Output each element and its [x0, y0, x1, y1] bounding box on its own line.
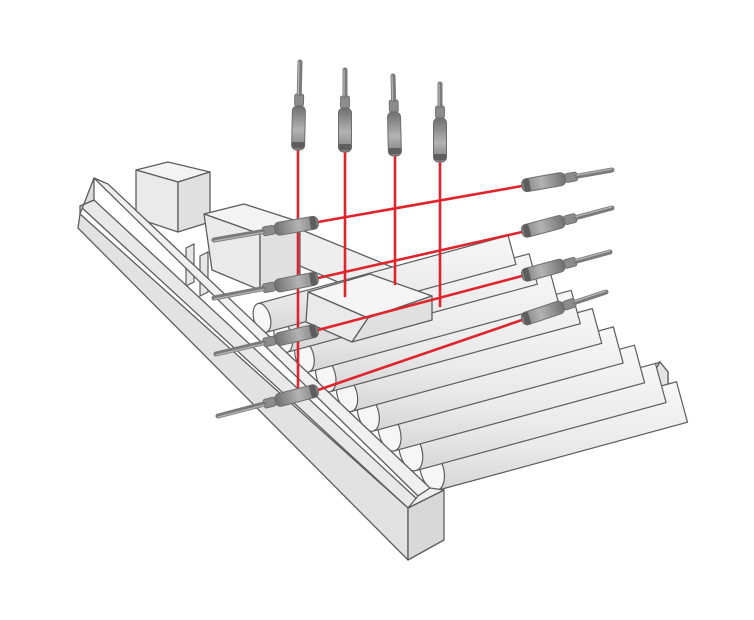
photoelectric-sensors	[211, 59, 615, 419]
overhead-sensor-2	[338, 67, 352, 153]
side-sensor-left-2	[211, 271, 319, 301]
side-sensor-right-1	[521, 167, 615, 193]
side-sensor-left-4	[215, 384, 320, 419]
conveyor-box-front	[305, 273, 433, 343]
overhead-sensor-3	[387, 73, 402, 157]
overhead-sensor-4	[433, 81, 447, 163]
light-beams	[296, 148, 524, 394]
side-sensor-left-1	[211, 215, 319, 243]
side-sensor-right-2	[520, 205, 615, 238]
horizontal-beam-1	[316, 184, 524, 224]
horizontal-beam-2	[316, 230, 524, 280]
side-sensor-right-3	[520, 249, 613, 282]
horizontal-beam-3	[316, 274, 524, 332]
side-sensor-left-3	[213, 324, 319, 357]
conveyor-box-rear	[135, 161, 211, 233]
horizontal-beam-4	[316, 318, 524, 392]
overhead-sensor-1	[291, 59, 306, 151]
conveyor-front-rail	[77, 177, 445, 561]
side-sensor-right-4	[520, 289, 609, 326]
conveyor-box-middle	[203, 203, 301, 291]
